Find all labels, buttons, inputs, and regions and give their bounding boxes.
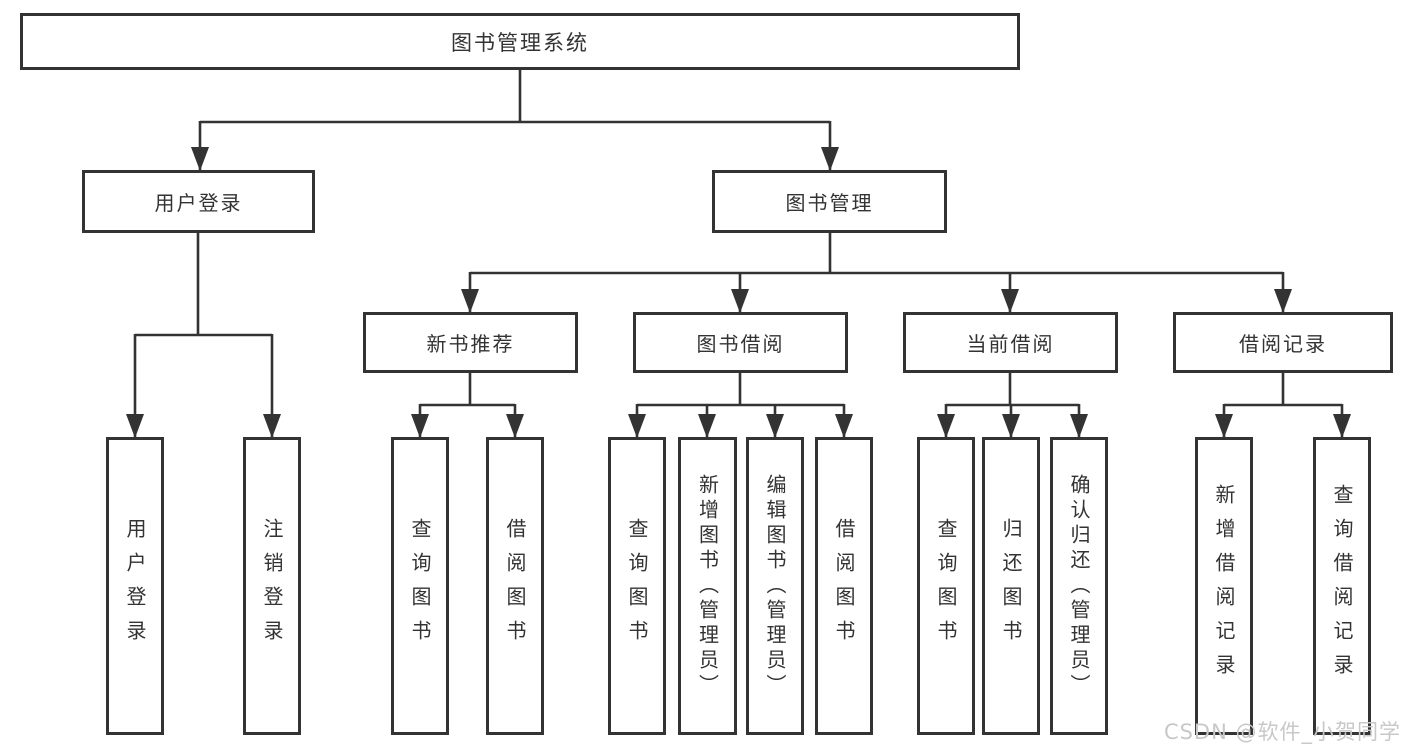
- node-root: 图书管理系统: [20, 13, 1020, 70]
- leaf-recommend-borrow-books: 借阅图书: [486, 437, 544, 735]
- node-book-management: 图书管理: [712, 170, 947, 233]
- node-borrowing-records: 借阅记录: [1173, 312, 1393, 373]
- node-user-login: 用户登录: [82, 170, 315, 233]
- node-current-borrowing: 当前借阅: [903, 312, 1118, 373]
- leaf-borrowing-borrow-books: 借阅图书: [815, 437, 873, 735]
- leaf-records-query-record: 查询借阅记录: [1313, 437, 1371, 735]
- leaf-user-login: 用户登录: [106, 437, 164, 735]
- node-book-borrowing: 图书借阅: [633, 312, 848, 373]
- leaf-logout: 注销登录: [243, 437, 301, 735]
- leaf-current-query-books: 查询图书: [917, 437, 975, 735]
- leaf-borrowing-edit-books: 编辑图书（管理员）: [746, 437, 804, 735]
- leaf-records-add-record: 新增借阅记录: [1195, 437, 1253, 735]
- leaf-current-return-books: 归还图书: [982, 437, 1040, 735]
- watermark: CSDN @软件_小贺同学: [1163, 720, 1401, 744]
- leaf-borrowing-query-books: 查询图书: [608, 437, 666, 735]
- leaf-current-confirm-return: 确认归还（管理员）: [1050, 437, 1108, 735]
- leaf-borrowing-add-books: 新增图书（管理员）: [678, 437, 737, 735]
- leaf-recommend-query-books: 查询图书: [391, 437, 449, 735]
- node-new-book-recommend: 新书推荐: [363, 312, 578, 373]
